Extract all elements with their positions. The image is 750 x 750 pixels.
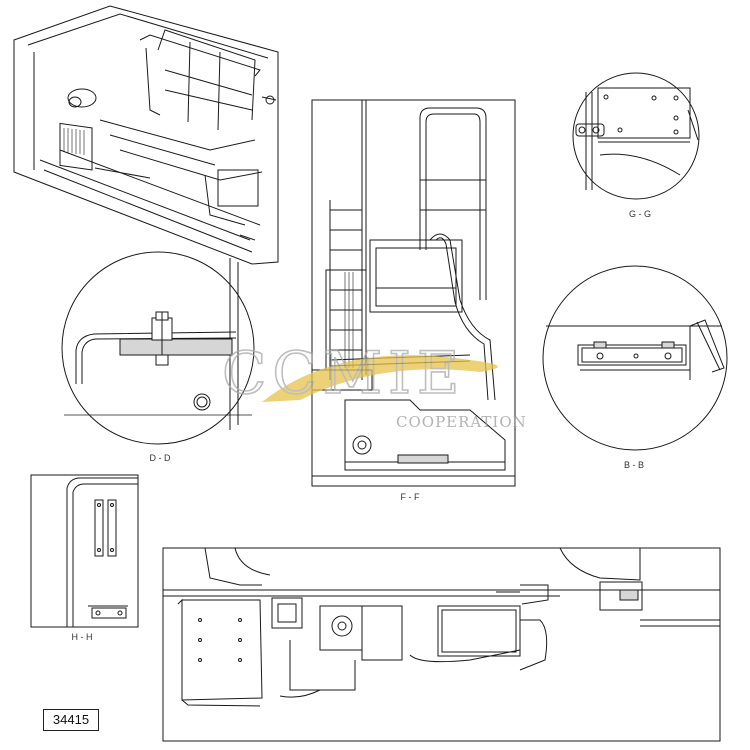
- section-hh: [30, 474, 139, 628]
- watermark-brand: CCMIE: [222, 339, 465, 407]
- view-label-gg: G - G: [629, 209, 651, 219]
- detail-gg: [572, 72, 700, 200]
- watermark-tagline: COOPERATION: [396, 413, 527, 431]
- reference-number: 34415: [43, 709, 99, 731]
- view-label-hh: H - H: [72, 632, 93, 642]
- bottom-elevation-view: [162, 547, 721, 742]
- view-label-ff: F - F: [401, 492, 420, 502]
- detail-bb: [542, 265, 728, 451]
- isometric-overview: [13, 5, 279, 265]
- watermark-swoosh: [262, 355, 498, 402]
- view-label-bb: B - B: [624, 460, 644, 470]
- detail-dd: [61, 251, 255, 445]
- view-label-dd: D - D: [150, 453, 171, 463]
- watermark: CCMIE COOPERATION: [221, 338, 527, 431]
